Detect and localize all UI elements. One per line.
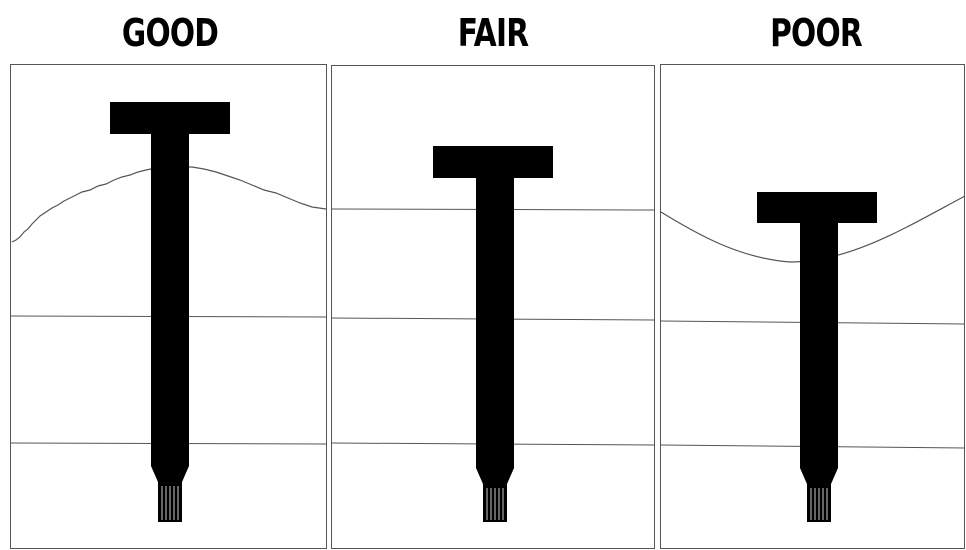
panel-fair-tee-shaft xyxy=(476,178,514,468)
panel-good-tee-crossbar xyxy=(110,102,230,134)
panel-good-tee-post xyxy=(110,102,230,522)
panel-fair-tee-crossbar xyxy=(433,146,553,178)
panel-fair-tee-post xyxy=(433,146,553,522)
panel-poor-tee-post xyxy=(757,192,877,522)
panel-poor-tee-taper xyxy=(800,468,838,484)
panel-poor-tee-crossbar xyxy=(757,192,877,223)
panel-poor-tee-shaft xyxy=(800,223,838,468)
panel-good-tee-taper xyxy=(151,466,189,482)
panel-fair xyxy=(331,66,655,549)
panel-good-tee-shaft xyxy=(151,134,189,466)
panel-good xyxy=(10,65,327,549)
panel-poor xyxy=(661,65,966,549)
panel-fair-tee-taper xyxy=(476,468,514,484)
